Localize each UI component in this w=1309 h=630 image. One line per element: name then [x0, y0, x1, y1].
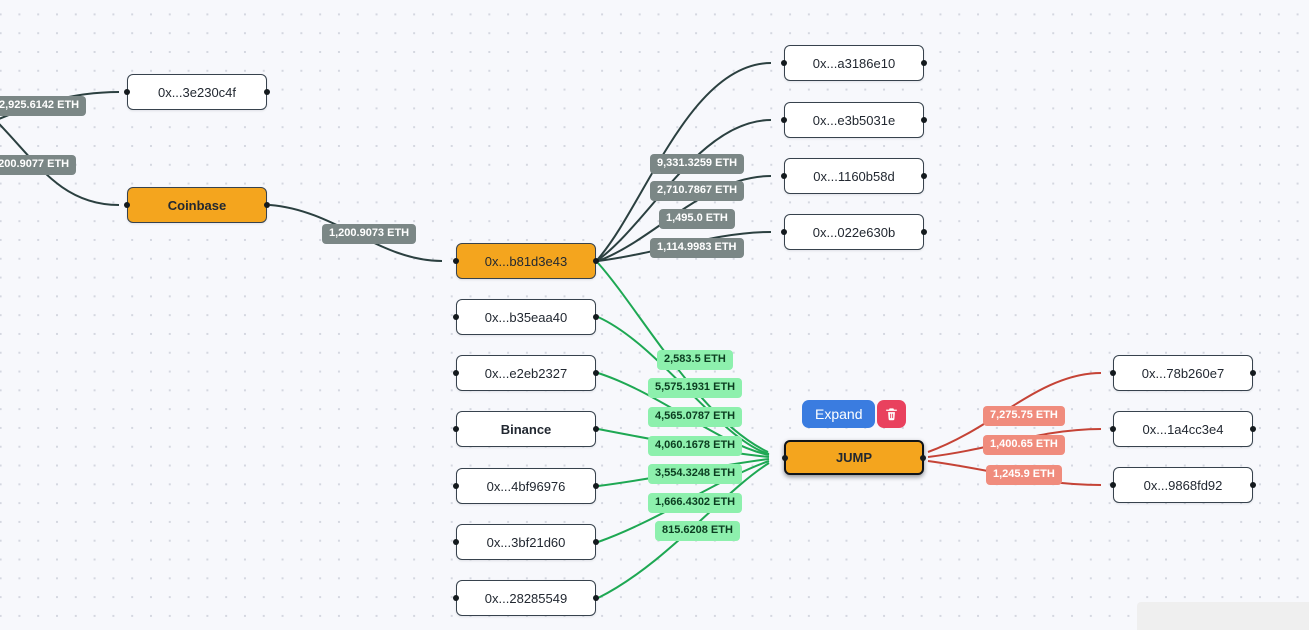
node-handle-left[interactable]: [453, 314, 459, 320]
node-9868fd92[interactable]: 0x...9868fd92: [1110, 467, 1256, 503]
node-handle-left[interactable]: [453, 595, 459, 601]
node-handle-right[interactable]: [593, 539, 599, 545]
node-handle-left[interactable]: [453, 426, 459, 432]
node-handle-left[interactable]: [124, 202, 130, 208]
node-handle-right[interactable]: [921, 117, 927, 123]
node-label: 0x...022e630b: [812, 224, 896, 240]
node-label: 0x...78b260e7: [1141, 365, 1225, 381]
node-b35eaa40[interactable]: 0x...b35eaa40: [453, 299, 599, 335]
node-handle-left[interactable]: [781, 173, 787, 179]
node-a3186e10[interactable]: 0x...a3186e10: [781, 45, 927, 81]
node-binance[interactable]: Binance: [453, 411, 599, 447]
edge-label-eth-amount: 2,583.5 ETH: [657, 350, 733, 370]
node-handle-right[interactable]: [593, 258, 599, 264]
node-handle-right[interactable]: [1250, 426, 1256, 432]
edge-label-eth-amount: 5,575.1931 ETH: [648, 378, 743, 398]
node-b81d3e43[interactable]: 0x...b81d3e43: [453, 243, 599, 279]
node-handle-right[interactable]: [921, 229, 927, 235]
node-handle-left[interactable]: [453, 370, 459, 376]
node-label: JUMP: [835, 450, 873, 465]
node-label: 0x...9868fd92: [1143, 477, 1223, 493]
attribution-panel: [1137, 602, 1309, 630]
node-handle-right[interactable]: [593, 314, 599, 320]
node-1a4cc3e4[interactable]: 0x...1a4cc3e4: [1110, 411, 1256, 447]
node-handle-right[interactable]: [921, 60, 927, 66]
node-handle-right[interactable]: [920, 454, 926, 461]
node-label: Binance: [500, 421, 552, 437]
trash-icon: [884, 406, 899, 422]
edge-b81d3e43-to-a3186e10[interactable]: [597, 62, 772, 260]
expand-button[interactable]: Expand: [802, 400, 876, 428]
node-label: 0x...b81d3e43: [484, 253, 568, 269]
node-label: 0x...b35eaa40: [484, 309, 568, 325]
node-3e230c4f[interactable]: 0x...3e230c4f: [124, 74, 270, 110]
delete-node-button[interactable]: [877, 400, 906, 428]
node-handle-left[interactable]: [1110, 426, 1116, 432]
node-label: 0x...4bf96976: [486, 478, 566, 494]
node-handle-right[interactable]: [921, 173, 927, 179]
edge-label-eth-amount: 1,495.0 ETH: [659, 209, 735, 229]
node-handle-right[interactable]: [593, 483, 599, 489]
edge-label-eth-amount: 3,554.3248 ETH: [648, 464, 743, 484]
node-label: 0x...e2eb2327: [484, 365, 568, 381]
node-label: 0x...1a4cc3e4: [1142, 421, 1224, 437]
node-handle-left[interactable]: [124, 89, 130, 95]
node-label: 0x...28285549: [484, 590, 568, 606]
edge-label-eth-amount: 4,060.1678 ETH: [648, 436, 743, 456]
edge-label-eth-amount: 1,200.9077 ETH: [0, 155, 77, 175]
node-handle-left[interactable]: [781, 229, 787, 235]
edge-jump-to-78b260e7[interactable]: [927, 372, 1102, 453]
edge-label-eth-amount: 815.6208 ETH: [655, 521, 740, 541]
edge-label-eth-amount: 2,710.7867 ETH: [650, 181, 745, 201]
node-handle-left[interactable]: [782, 454, 788, 461]
node-022e630b[interactable]: 0x...022e630b: [781, 214, 927, 250]
node-handle-left[interactable]: [1110, 370, 1116, 376]
node-handle-left[interactable]: [1110, 482, 1116, 488]
edge-label-eth-amount: 4,565.0787 ETH: [648, 407, 743, 427]
edge-label-eth-amount: 1,400.65 ETH: [983, 435, 1065, 455]
edge-label-eth-amount: 1,245.9 ETH: [986, 465, 1062, 485]
node-handle-left[interactable]: [781, 60, 787, 66]
edge-label-eth-amount: 2,925.6142 ETH: [0, 96, 87, 116]
node-handle-left[interactable]: [453, 258, 459, 264]
node-label: Coinbase: [167, 197, 227, 213]
node-label: 0x...3bf21d60: [486, 534, 566, 550]
node-e2eb2327[interactable]: 0x...e2eb2327: [453, 355, 599, 391]
node-handle-right[interactable]: [593, 370, 599, 376]
node-label: 0x...e3b5031e: [812, 112, 896, 128]
edge-label-eth-amount: 9,331.3259 ETH: [650, 154, 745, 174]
node-label: 0x...3e230c4f: [157, 84, 237, 100]
node-handle-right[interactable]: [593, 426, 599, 432]
edge-label-eth-amount: 7,275.75 ETH: [983, 406, 1065, 426]
node-28285549[interactable]: 0x...28285549: [453, 580, 599, 616]
node-4bf96976[interactable]: 0x...4bf96976: [453, 468, 599, 504]
edge-label-eth-amount: 1,666.4302 ETH: [648, 493, 743, 513]
node-label: 0x...1160b58d: [813, 168, 895, 184]
node-handle-left[interactable]: [781, 117, 787, 123]
edge-label-eth-amount: 1,114.9983 ETH: [650, 238, 744, 258]
edge-b81d3e43-to-e3b5031e[interactable]: [597, 119, 772, 261]
node-jump-selected[interactable]: JUMP: [782, 440, 926, 475]
node-handle-left[interactable]: [453, 483, 459, 489]
node-handle-right[interactable]: [264, 89, 270, 95]
node-coinbase[interactable]: Coinbase: [124, 187, 270, 223]
node-e3b5031e[interactable]: 0x...e3b5031e: [781, 102, 927, 138]
edge-label-eth-amount: 1,200.9073 ETH: [322, 224, 417, 244]
node-handle-left[interactable]: [453, 539, 459, 545]
node-label: 0x...a3186e10: [812, 55, 896, 71]
node-handle-right[interactable]: [1250, 482, 1256, 488]
node-1160b58d[interactable]: 0x...1160b58d: [781, 158, 927, 194]
node-3bf21d60[interactable]: 0x...3bf21d60: [453, 524, 599, 560]
node-handle-right[interactable]: [1250, 370, 1256, 376]
node-78b260e7[interactable]: 0x...78b260e7: [1110, 355, 1256, 391]
node-handle-right[interactable]: [264, 202, 270, 208]
node-handle-right[interactable]: [593, 595, 599, 601]
